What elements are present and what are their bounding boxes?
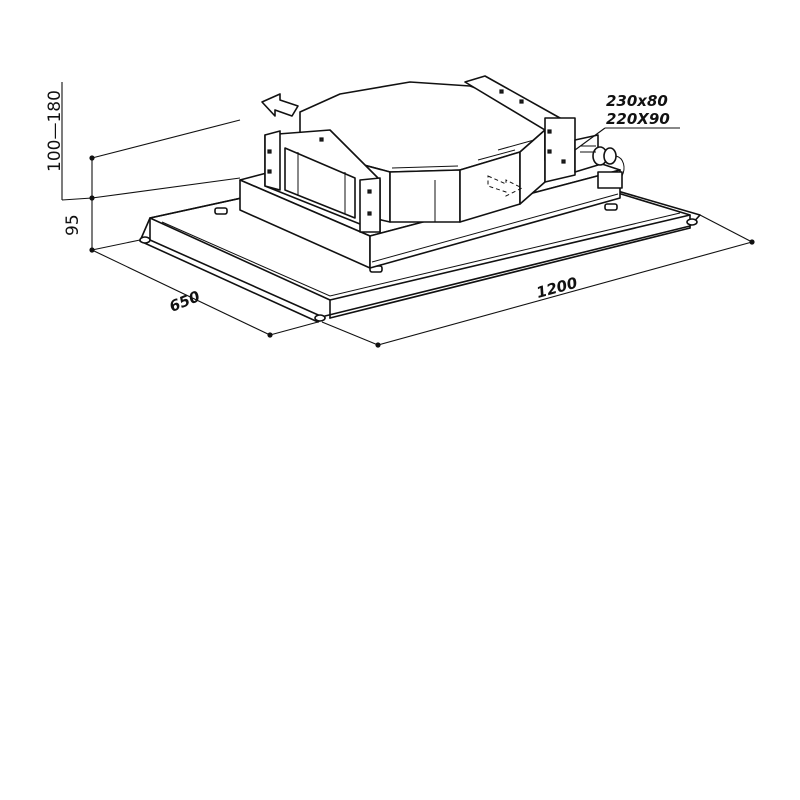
electrical-connector (574, 134, 625, 189)
right-outlet-flange (464, 75, 576, 183)
duct-size-label-2: 220X90 (606, 110, 670, 128)
depth-label: 650 (167, 287, 203, 315)
motor-housing (299, 81, 546, 223)
height-range-label: 100—180 (45, 90, 65, 172)
width-label: 1200 (534, 274, 579, 302)
duct-size-label-1: 230x80 (606, 92, 668, 110)
dimension-lines (61, 82, 755, 348)
outlet-duct-frame (261, 93, 381, 233)
height-body-label: 95 (63, 214, 83, 236)
